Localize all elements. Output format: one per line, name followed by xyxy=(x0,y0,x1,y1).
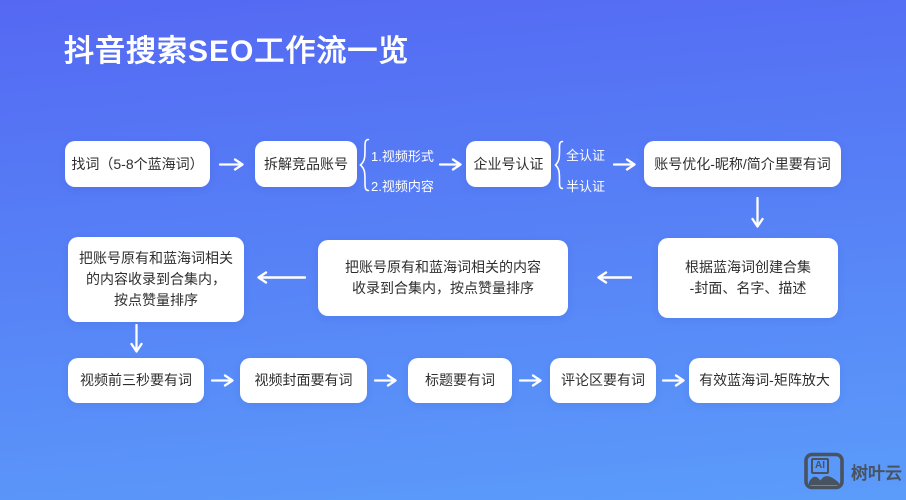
flow-box-label: 找词（5-8个蓝海词） xyxy=(71,155,204,172)
flow-box-line: 收录到合集内，按点赞量排序 xyxy=(352,280,534,296)
flow-box-title-keyword: 标题要有词 xyxy=(408,358,512,403)
flow-box-line: 把账号原有和蓝海词相关 xyxy=(79,250,233,266)
flow-box-find-words: 找词（5-8个蓝海词） xyxy=(65,141,210,187)
flow-box-create-collection: 根据蓝海词创建合集 -封面、名字、描述 xyxy=(658,238,838,318)
branch-item-full-verification: 全认证 xyxy=(566,148,606,163)
arrow-right-icon xyxy=(219,158,245,171)
arrow-left-icon xyxy=(256,271,306,284)
flow-box-line: 按点赞量排序 xyxy=(114,292,198,308)
flow-box-first-three-seconds: 视频前三秒要有词 xyxy=(68,358,204,403)
flow-box-add-to-collection: 把账号原有和蓝海词相关的内容 收录到合集内，按点赞量排序 xyxy=(318,240,568,316)
ai-label: AI xyxy=(811,458,829,474)
flow-box-video-cover: 视频封面要有词 xyxy=(240,358,367,403)
flow-box-analyze-competitors: 拆解竞品账号 xyxy=(255,141,357,187)
arrow-down-icon xyxy=(751,197,764,229)
flow-box-comment-section: 评论区要有词 xyxy=(550,358,656,403)
flow-box-line: 把账号原有和蓝海词相关的内容 xyxy=(345,259,541,275)
flow-box-line: 根据蓝海词创建合集 xyxy=(685,259,811,275)
arrow-right-icon xyxy=(374,374,398,387)
flow-box-matrix-scaling: 有效蓝海词-矩阵放大 xyxy=(689,358,840,403)
flow-box-label: 标题要有词 xyxy=(425,372,495,388)
flow-box-label: 拆解竞品账号 xyxy=(264,155,348,172)
flow-box-label: 账号优化-昵称/简介里要有词 xyxy=(654,155,831,172)
brace-icon xyxy=(359,138,370,192)
ai-picture-icon: AI xyxy=(804,452,844,490)
flow-box-line: 的内容收录到合集内， xyxy=(86,271,226,287)
flow-box-label: 有效蓝海词-矩阵放大 xyxy=(699,372,830,388)
flow-box-account-optimization: 账号优化-昵称/简介里要有词 xyxy=(644,141,841,187)
flow-box-add-to-collection-sorted: 把账号原有和蓝海词相关 的内容收录到合集内， 按点赞量排序 xyxy=(68,237,244,322)
branch-item-half-verification: 半认证 xyxy=(566,179,606,194)
watermark-text: 树叶云 xyxy=(851,463,902,483)
arrow-right-icon xyxy=(613,158,637,171)
branch-item-video-content: 2.视频内容 xyxy=(371,179,434,194)
brace-icon xyxy=(554,140,564,190)
arrow-right-icon xyxy=(662,374,686,387)
flow-box-line: -封面、名字、描述 xyxy=(689,280,807,296)
flow-box-enterprise-verification: 企业号认证 xyxy=(466,141,551,187)
flow-box-label: 评论区要有词 xyxy=(561,372,645,388)
flow-box-label: 视频前三秒要有词 xyxy=(80,372,192,388)
flow-box-label: 视频封面要有词 xyxy=(254,372,353,388)
branch-item-video-form: 1.视频形式 xyxy=(371,149,434,164)
watermark-logo: AI 树叶云 xyxy=(804,452,902,490)
arrow-right-icon xyxy=(211,374,235,387)
flow-box-label: 企业号认证 xyxy=(473,155,544,172)
arrow-right-icon xyxy=(519,374,543,387)
arrow-down-icon xyxy=(130,324,143,354)
arrow-right-icon xyxy=(439,158,463,171)
page-title: 抖音搜索SEO工作流一览 xyxy=(64,35,410,68)
arrow-left-icon xyxy=(596,271,632,284)
